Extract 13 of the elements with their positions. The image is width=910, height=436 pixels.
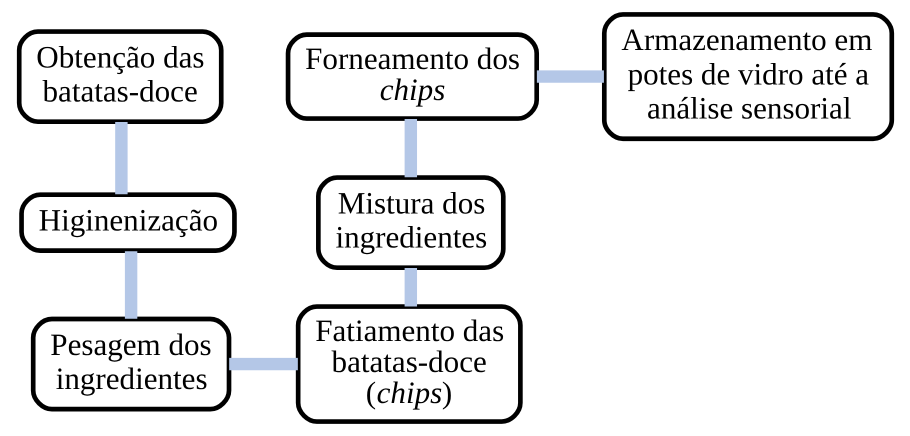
node-box: Armazenamento em potes de vidro até a análise sensorial (601, 12, 894, 142)
connector (536, 70, 604, 83)
node-box: Fatiamento das batatas-doce (chips) (295, 304, 522, 424)
connector (228, 358, 298, 370)
node-box: Pesagem dos ingredientes (30, 316, 231, 412)
connector (124, 251, 137, 319)
node-box: Higinenização (18, 192, 236, 253)
connector (404, 119, 417, 178)
connector (404, 268, 417, 307)
node-box: Mistura dos ingredientes (316, 175, 506, 270)
connector (114, 122, 128, 194)
node-box: Obtenção das batatas-doce (16, 29, 224, 124)
node-box: Forneamento dos chips (285, 32, 539, 121)
